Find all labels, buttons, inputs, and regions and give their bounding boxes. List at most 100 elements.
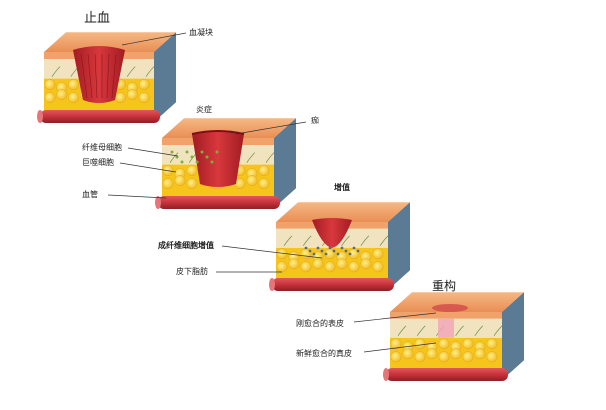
fat-cell <box>462 351 474 363</box>
proliferating-fibroblast <box>320 249 324 253</box>
proliferating-fibroblast <box>308 249 312 253</box>
fat-cell <box>348 261 360 273</box>
fat-cell <box>258 178 270 190</box>
fibroblast-cell <box>205 155 209 159</box>
clot-streak <box>111 53 117 99</box>
proliferating-fibroblast <box>340 246 344 250</box>
epidermis-top <box>390 292 524 312</box>
proliferating-fibroblast <box>332 249 336 253</box>
dermis-fiber <box>51 66 61 77</box>
blood-vessel-end <box>155 196 161 209</box>
stage-title-remodeling: 重构 <box>432 278 456 293</box>
block-side-face <box>388 202 410 290</box>
blood-vessel <box>386 368 508 381</box>
fibroblast-cell <box>185 150 189 154</box>
clot-streak <box>87 53 93 99</box>
fat-cell <box>258 165 270 177</box>
fat-cell <box>486 338 498 350</box>
label-subcutaneous-fat: 皮下脂肪 <box>176 266 208 276</box>
proliferating-fibroblast <box>344 249 348 253</box>
fat-cell <box>486 351 498 363</box>
skin-block-proliferation <box>269 202 410 291</box>
fat-cell <box>300 261 312 273</box>
dermis-fiber <box>265 152 275 163</box>
fibroblast-cell <box>170 150 174 154</box>
fat-cell <box>44 92 56 104</box>
epidermis-layer <box>390 312 502 319</box>
label-macrophage: 巨噬细胞 <box>82 157 114 167</box>
blood-vessel-end <box>269 278 275 291</box>
block-side-face <box>154 32 176 123</box>
dermis-fiber <box>126 66 136 77</box>
leader-new-dermis <box>363 342 437 353</box>
fat-cell <box>138 92 150 104</box>
leader-scab <box>235 121 307 135</box>
blood-vessel <box>158 196 280 209</box>
fat-cell <box>276 261 288 273</box>
label-scab: 痂 <box>311 115 319 125</box>
label-vessel: 血管 <box>82 189 98 199</box>
fat-cell <box>414 351 426 363</box>
proliferating-fibroblast <box>312 252 316 256</box>
skin-block-inflammation <box>155 118 296 209</box>
dermis-fiber <box>246 152 256 163</box>
granulation-tissue <box>312 218 352 248</box>
stage-title-proliferation: 增值 <box>334 182 350 192</box>
block-side-face <box>502 292 524 380</box>
proliferating-fibroblast <box>336 252 340 256</box>
blood-vessel <box>40 110 160 123</box>
dermis-fiber <box>145 66 155 77</box>
proliferating-fibroblast <box>304 246 308 250</box>
dermis-fiber <box>341 235 350 247</box>
fat-cell <box>174 175 186 187</box>
stage-proliferation: 增值 成纤维细胞增值 皮下脂肪 <box>158 182 350 276</box>
proliferating-fibroblast <box>316 246 320 250</box>
proliferating-fibroblast <box>352 246 356 250</box>
label-new-epidermis: 刚愈合的表皮 <box>296 318 344 328</box>
block-side-face <box>274 118 296 208</box>
epidermis-top <box>276 202 410 222</box>
dermis-fiber <box>283 235 293 247</box>
dermis-fiber <box>416 325 426 337</box>
fibroblast-cell <box>195 160 199 164</box>
fat-cell <box>186 165 198 177</box>
fat-cell <box>324 261 336 273</box>
fat-cell <box>126 89 138 101</box>
label-new-dermis: 新鲜愈合的真皮 <box>296 348 352 358</box>
fat-cell <box>360 258 372 270</box>
skin-block-hemostasis <box>37 32 176 123</box>
blood-vessel-end <box>383 368 389 381</box>
dermis-fiber <box>455 325 464 337</box>
fat-cell <box>474 348 486 360</box>
skin-block-remodeling <box>383 292 524 381</box>
scab <box>192 131 244 187</box>
dermis-fiber <box>379 235 389 247</box>
dermis-fiber <box>169 152 179 163</box>
fat-cell <box>438 338 450 350</box>
fat-cell <box>246 175 258 187</box>
fat-cell <box>462 338 474 350</box>
label-fibroblast: 纤维母细胞 <box>82 142 122 152</box>
fibroblast-cell <box>190 155 194 159</box>
fibroblast-cell <box>200 150 204 154</box>
leader-fibroblast-proliferation <box>221 245 323 259</box>
healed-epidermis-mark <box>432 304 468 312</box>
fat-cell <box>426 348 438 360</box>
dermis-fiber <box>302 235 312 247</box>
blood-vessel-end <box>37 110 43 123</box>
fat-cell <box>450 348 462 360</box>
fat-cell <box>68 92 79 104</box>
fat-cell <box>138 79 150 91</box>
proliferating-fibroblast <box>324 252 328 256</box>
stage-title-inflammation: 炎症 <box>196 104 212 114</box>
dermis-fiber <box>474 325 484 337</box>
leader-fibroblast <box>127 147 179 157</box>
fat-cell <box>162 178 174 190</box>
fat-cell <box>372 261 384 273</box>
fat-cell <box>414 338 426 350</box>
leader-new-epidermis <box>353 312 437 323</box>
clot-streak <box>106 53 110 99</box>
leader-macrophage <box>119 162 177 173</box>
dermis-fiber <box>360 235 370 247</box>
